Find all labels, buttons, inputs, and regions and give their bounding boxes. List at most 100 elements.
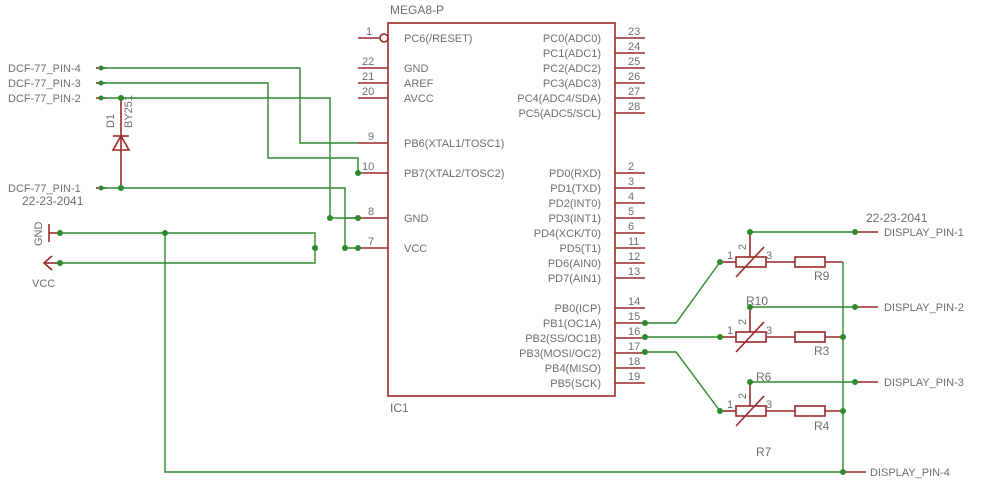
ic1-pin-18: PB4(MISO) 18 xyxy=(545,356,645,375)
pot-r6: 1 2 3 R6 xyxy=(720,307,795,384)
dcf77-part-label: 22-23-2041 xyxy=(22,194,84,208)
ic1-body xyxy=(387,22,616,397)
svg-text:PD6(AIN0): PD6(AIN0) xyxy=(548,258,601,270)
resistor-r4-name: R4 xyxy=(814,419,830,433)
svg-text:2: 2 xyxy=(737,393,749,399)
ic1-pin-25: PC2(ADC2) 25 xyxy=(543,56,645,75)
dcf77-pin-4-label: DCF-77_PIN-4 xyxy=(8,63,81,75)
diode-name: D1 xyxy=(105,114,117,128)
trim-arrow-icon xyxy=(735,395,765,427)
trim-arrow-icon xyxy=(735,246,765,278)
svg-text:VCC: VCC xyxy=(404,243,427,255)
svg-text:PC0(ADC0): PC0(ADC0) xyxy=(543,33,601,45)
ic1-pin-15: PB1(OC1A)15 xyxy=(543,311,645,330)
svg-text:PC1(ADC1): PC1(ADC1) xyxy=(543,48,601,60)
resistor-r4: R4 xyxy=(794,405,843,433)
display-pin-1-label: DISPLAY_PIN-1 xyxy=(884,227,964,239)
svg-text:28: 28 xyxy=(628,101,640,113)
svg-text:25: 25 xyxy=(628,56,640,68)
ic1-pin-16: PB2(SS/OC1B) 16 xyxy=(525,326,645,345)
svg-text:27: 27 xyxy=(628,86,640,98)
pot-r7: 1 2 3 R7 xyxy=(720,382,795,459)
ic1-pin-3: PD1(TXD)3 xyxy=(550,176,645,195)
svg-text:AVCC: AVCC xyxy=(404,93,434,105)
svg-text:15: 15 xyxy=(628,311,640,323)
svg-text:PD2(INT0): PD2(INT0) xyxy=(548,198,601,210)
pot-r6-name: R6 xyxy=(756,370,772,384)
ic1-pin-9: 9 PB6(XTAL1/TOSC1) xyxy=(358,131,504,150)
ic1-pin-11: PD5(T1) 11 xyxy=(559,236,645,255)
resistor-r3: R3 xyxy=(794,331,843,358)
svg-text:PD5(T1): PD5(T1) xyxy=(559,243,601,255)
svg-text:22: 22 xyxy=(362,56,374,68)
svg-text:PB0(ICP): PB0(ICP) xyxy=(555,303,601,315)
pot-r7-name: R7 xyxy=(756,445,772,459)
svg-text:2: 2 xyxy=(737,319,749,325)
dcf77-pin-1-label: DCF-77_PIN-1 xyxy=(8,183,81,195)
svg-text:3: 3 xyxy=(628,176,634,188)
ic1-symbol: MEGA8-P IC1 1 PC6(/RESET) 22 GND 21 AREF… xyxy=(358,3,645,415)
svg-text:26: 26 xyxy=(628,71,640,83)
svg-text:8: 8 xyxy=(368,206,374,218)
svg-text:GND: GND xyxy=(404,63,429,75)
svg-text:14: 14 xyxy=(628,296,640,308)
ic1-right-pins: PC0(ADC0)23PC1(ADC1)24PC2(ADC2)25PC3(ADC… xyxy=(517,26,645,390)
ic1-pin-4: PD2(INT0)4 xyxy=(548,191,645,210)
svg-text:PB7(XTAL2/TOSC2): PB7(XTAL2/TOSC2) xyxy=(404,168,504,180)
display-connector: 22-23-2041 DISPLAY_PIN-1 DISPLAY_PIN-2 D… xyxy=(840,211,964,479)
gnd-symbol: GND xyxy=(33,222,60,247)
resistor-r9-name: R9 xyxy=(814,269,830,283)
svg-text:24: 24 xyxy=(628,41,640,53)
svg-text:3: 3 xyxy=(766,325,772,337)
left-wires xyxy=(57,67,843,473)
ic1-part: MEGA8-P xyxy=(390,3,444,17)
ic1-pin-20: 20 AVCC xyxy=(358,86,434,105)
ic1-pin-10: 10 PB7(XTAL2/TOSC2) xyxy=(358,161,504,180)
ic1-pin-12: PD6(AIN0) 12 xyxy=(548,251,645,270)
svg-text:PC4(ADC4/SDA): PC4(ADC4/SDA) xyxy=(517,93,601,105)
svg-text:1: 1 xyxy=(366,26,372,38)
svg-text:23: 23 xyxy=(628,26,640,38)
svg-text:1: 1 xyxy=(727,325,733,337)
svg-text:PC3(ADC3): PC3(ADC3) xyxy=(543,78,601,90)
svg-text:3: 3 xyxy=(766,250,772,262)
ic1-pin-2: PD0(RXD) 2 xyxy=(549,161,645,180)
ic1-pin-17: PB3(MOSI/OC2)17 xyxy=(519,341,645,360)
svg-text:PD4(XCK/T0): PD4(XCK/T0) xyxy=(534,228,601,240)
ic1-pin-6: PD4(XCK/T0)6 xyxy=(534,221,645,240)
svg-text:7: 7 xyxy=(368,236,374,248)
svg-text:11: 11 xyxy=(628,236,639,248)
vcc-label: VCC xyxy=(32,278,55,290)
svg-text:PD0(RXD): PD0(RXD) xyxy=(549,168,601,180)
display-pin-3-label: DISPLAY_PIN-3 xyxy=(884,377,964,389)
gnd-label: GND xyxy=(33,222,45,247)
ic1-pin-13: PD7(AIN1)13 xyxy=(548,266,645,285)
display-pin-4-label: DISPLAY_PIN-4 xyxy=(870,467,950,479)
svg-text:20: 20 xyxy=(362,86,374,98)
svg-text:10: 10 xyxy=(362,161,374,173)
svg-text:19: 19 xyxy=(628,371,640,383)
ic1-pin-8: 8 GND xyxy=(358,206,429,225)
resistor-r9: R9 xyxy=(794,256,843,283)
ic1-pin-5: PD3(INT1)5 xyxy=(548,206,645,225)
svg-text:PC5(ADC5/SCL): PC5(ADC5/SCL) xyxy=(518,108,601,120)
diode-value: BY251 xyxy=(123,95,135,128)
svg-text:PD3(INT1): PD3(INT1) xyxy=(548,213,601,225)
svg-text:PB4(MISO): PB4(MISO) xyxy=(545,363,601,375)
svg-text:PC2(ADC2): PC2(ADC2) xyxy=(543,63,601,75)
svg-text:PC6(/RESET): PC6(/RESET) xyxy=(404,33,472,45)
ic1-name: IC1 xyxy=(390,401,409,415)
svg-text:12: 12 xyxy=(628,251,640,263)
svg-text:1: 1 xyxy=(727,399,733,411)
svg-text:PB2(SS/OC1B): PB2(SS/OC1B) xyxy=(525,333,601,345)
ic1-pin-14: PB0(ICP) 14 xyxy=(555,296,645,315)
svg-text:9: 9 xyxy=(368,131,374,143)
svg-text:1: 1 xyxy=(727,250,733,262)
dcf77-pin-2-label: DCF-77_PIN-2 xyxy=(8,93,81,105)
svg-text:16: 16 xyxy=(628,326,640,338)
svg-text:18: 18 xyxy=(628,356,640,368)
svg-text:13: 13 xyxy=(628,266,640,278)
svg-text:2: 2 xyxy=(628,161,634,173)
svg-text:17: 17 xyxy=(628,341,640,353)
